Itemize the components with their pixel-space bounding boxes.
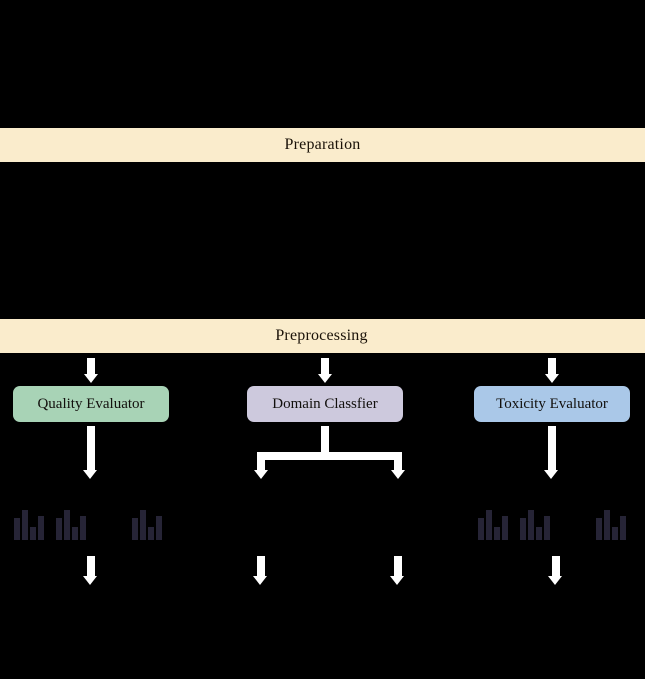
distribution-icon-bar (486, 510, 492, 540)
arrow-preprocessing-to-domain-head (318, 374, 332, 383)
distribution-icon-toxicity-1 (478, 506, 508, 540)
distribution-icon-bar (30, 527, 36, 540)
stage-bar-preparation: Preparation (0, 128, 645, 162)
distribution-icon-bar (14, 518, 20, 540)
distribution-icon-bar (536, 527, 542, 540)
arrow-toxicity-to-distributions (548, 426, 556, 472)
arrow-output-toxicity-head (548, 576, 562, 585)
module-box-domain-classifier[interactable]: Domain Classfier (247, 386, 403, 422)
arrow-quality-to-distributions-head (83, 470, 97, 479)
distribution-icon-bar (64, 510, 70, 540)
fork-leg-domain-left (257, 452, 265, 472)
distribution-icon-bar (528, 510, 534, 540)
distribution-icon-bar (148, 527, 154, 540)
arrow-preprocessing-to-domain (321, 358, 329, 376)
arrow-preprocessing-to-toxicity (548, 358, 556, 376)
arrow-output-quality-head (83, 576, 97, 585)
distribution-icon-bar (72, 527, 78, 540)
distribution-icon-bar (520, 518, 526, 540)
arrow-preprocessing-to-quality-head (84, 374, 98, 383)
distribution-icon-bar (156, 516, 162, 540)
distribution-icon-bar (612, 527, 618, 540)
fork-rail-domain-classifier (257, 452, 402, 460)
distribution-icon-bar (544, 516, 550, 540)
distribution-icon-quality-2 (56, 506, 86, 540)
arrow-toxicity-to-distributions-head (544, 470, 558, 479)
distribution-icon-bar (494, 527, 500, 540)
distribution-icon-bar (38, 516, 44, 540)
distribution-icon-quality-3 (132, 506, 162, 540)
distribution-icon-bar (502, 516, 508, 540)
module-box-toxicity-evaluator[interactable]: Toxicity Evaluator (474, 386, 630, 422)
distribution-icon-bar (604, 510, 610, 540)
distribution-icon-bar (132, 518, 138, 540)
arrow-output-quality (87, 556, 95, 578)
stage-bar-preprocessing: Preprocessing (0, 319, 645, 353)
distribution-icon-bar (22, 510, 28, 540)
distribution-icon-toxicity-2 (520, 506, 550, 540)
arrow-quality-to-distributions (87, 426, 95, 472)
distribution-icon-bar (478, 518, 484, 540)
stage-label-preprocessing: Preprocessing (275, 327, 368, 344)
arrow-preprocessing-to-toxicity-head (545, 374, 559, 383)
fork-leg-domain-right-head (391, 470, 405, 479)
arrow-output-toxicity (552, 556, 560, 578)
distribution-icon-bar (140, 510, 146, 540)
fork-stem-domain-classifier (321, 426, 329, 454)
arrow-output-domain-left-head (253, 576, 267, 585)
fork-leg-domain-right (394, 452, 402, 472)
stage-label-preparation: Preparation (284, 136, 361, 153)
distribution-icon-bar (620, 516, 626, 540)
fork-leg-domain-left-head (254, 470, 268, 479)
arrow-output-domain-right-head (390, 576, 404, 585)
module-label-domain-classifier: Domain Classfier (272, 395, 378, 412)
module-box-quality-evaluator[interactable]: Quality Evaluator (13, 386, 169, 422)
module-label-toxicity-evaluator: Toxicity Evaluator (496, 395, 608, 412)
distribution-icon-bar (80, 516, 86, 540)
distribution-icon-toxicity-3 (596, 506, 626, 540)
distribution-icon-bar (596, 518, 602, 540)
distribution-icon-quality-1 (14, 506, 44, 540)
arrow-output-domain-right (394, 556, 402, 578)
arrow-preprocessing-to-quality (87, 358, 95, 376)
module-label-quality-evaluator: Quality Evaluator (37, 395, 145, 412)
arrow-output-domain-left (257, 556, 265, 578)
distribution-icon-bar (56, 518, 62, 540)
